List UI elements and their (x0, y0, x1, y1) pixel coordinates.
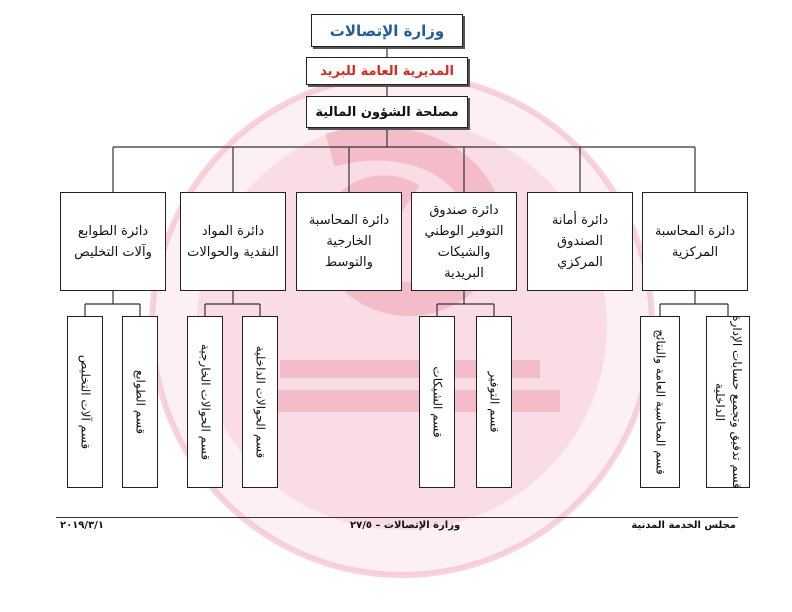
section-label: قسم الطوابع (133, 369, 148, 435)
department-line: التوفير الوطني (424, 223, 504, 239)
section-box-franking-machines: قسم آلات التخليص (67, 316, 103, 488)
footer-council: مجلس الخدمة المدنية (631, 520, 736, 531)
section-box-internal-audit: قسم تدقيق وتجميع حسابات الإدارة الداخلية (706, 315, 750, 489)
footer-rule (56, 517, 738, 518)
department-box-stamps-franking: دائرة الطوابع وآلات التخليص (60, 192, 166, 291)
section-box-general-accounting: قسم المحاسبة العامة والنتائج (640, 316, 680, 488)
footer-date: ٢٠١٩/٣/١ (60, 520, 104, 531)
ministry-title: وزارة الإتصالات (329, 21, 445, 40)
section-box-cheques: قسم الشيكات (419, 316, 455, 488)
section-label: قسم تدقيق وتجميع حسابات الإدارة (730, 315, 744, 489)
department-line: وآلات التخليص (74, 244, 152, 260)
department-box-external-accounting: دائرة المحاسبة الخارجية والتوسط (296, 192, 402, 291)
department-line: المركزي (557, 255, 603, 270)
section-box-external-transfers: قسم الحوالات الخارجية (187, 316, 223, 488)
department-box-central-treasury: دائرة أمانة الصندوق المركزي (527, 192, 633, 291)
section-box-internal-transfers: قسم الحوالات الداخلية (242, 316, 278, 488)
directorate-title: المديرية العامة للبريد (320, 63, 454, 79)
section-label: قسم التوفير (487, 371, 502, 433)
department-line: دائرة المحاسبة (654, 223, 736, 239)
section-label: قسم المحاسبة العامة والنتائج (653, 329, 668, 475)
directorate-box: المديرية العامة للبريد (306, 57, 468, 85)
section-label: قسم آلات التخليص (78, 354, 93, 450)
service-box: مصلحة الشؤون المالية (306, 96, 468, 128)
ministry-box: وزارة الإتصالات (311, 14, 463, 47)
department-line: دائرة المحاسبة (308, 213, 390, 228)
department-line: دائرة صندوق (429, 202, 499, 218)
department-line: دائرة المواد (201, 223, 265, 239)
section-box-stamps: قسم الطوابع (122, 316, 158, 488)
section-label: قسم الحوالات الداخلية (253, 345, 268, 459)
department-line: والشيكات البريدية (437, 244, 491, 281)
department-line: دائرة أمانة (551, 213, 609, 228)
department-box-savings-cheques: دائرة صندوق التوفير الوطني والشيكات البر… (411, 192, 517, 291)
section-box-savings: قسم التوفير (476, 316, 512, 488)
footer-page-ref: وزارة الإتصالات – ٢٧/٥ (350, 520, 461, 531)
service-title: مصلحة الشؤون المالية (315, 104, 459, 120)
department-line: الصندوق (557, 234, 603, 249)
department-line: المركزية (671, 244, 719, 260)
department-line: الخارجية والتوسط (325, 234, 373, 270)
section-label: الداخلية (713, 382, 727, 422)
department-line: دائرة الطوابع (77, 223, 149, 239)
department-box-central-accounting: دائرة المحاسبة المركزية (642, 192, 748, 291)
department-line: النقدية والحوالات (187, 244, 279, 260)
section-label: قسم الحوالات الخارجية (198, 343, 213, 461)
department-box-cash-transfers: دائرة المواد النقدية والحوالات (180, 192, 286, 291)
section-label: قسم الشيكات (430, 366, 445, 438)
